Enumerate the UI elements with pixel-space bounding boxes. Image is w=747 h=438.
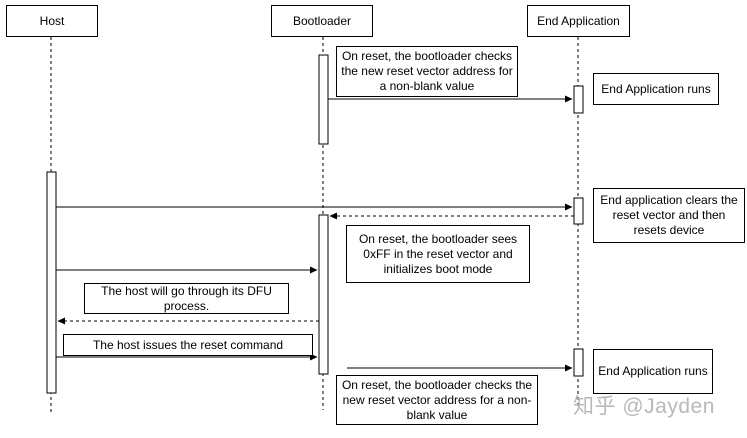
- watermark: 知乎 @Jayden: [573, 395, 715, 418]
- participant-host-label: Host: [39, 13, 65, 28]
- note-end-application-runs-1: End Application runs: [593, 73, 719, 105]
- host-activation: [46, 171, 57, 394]
- note-bootloader-checks-vector-1: On reset, the bootloader checks the new …: [336, 46, 518, 97]
- bootloader-activation-1: [318, 54, 329, 145]
- note-bootloader-checks-vector-2: On reset, the bootloader checks the new …: [336, 375, 538, 425]
- note-host-dfu-process: The host will go through its DFU process…: [84, 283, 289, 314]
- end-application-activation-2: [573, 197, 584, 225]
- participant-end-application: End Application: [527, 5, 630, 37]
- note-end-application-clears-vector: End application clears the reset vector …: [593, 188, 745, 243]
- end-application-activation-1: [573, 85, 584, 114]
- participant-bootloader-label: Bootloader: [292, 13, 352, 28]
- participant-bootloader: Bootloader: [271, 5, 373, 37]
- note-end-application-runs-2: End Application runs: [593, 349, 713, 394]
- note-host-issues-reset: The host issues the reset command: [63, 334, 313, 356]
- participant-end-application-label: End Application: [537, 13, 620, 28]
- end-application-activation-3: [573, 348, 584, 377]
- bootloader-activation-2: [318, 214, 329, 375]
- note-bootloader-sees-0xff: On reset, the bootloader sees 0xFF in th…: [346, 225, 530, 283]
- participant-host: Host: [6, 5, 98, 37]
